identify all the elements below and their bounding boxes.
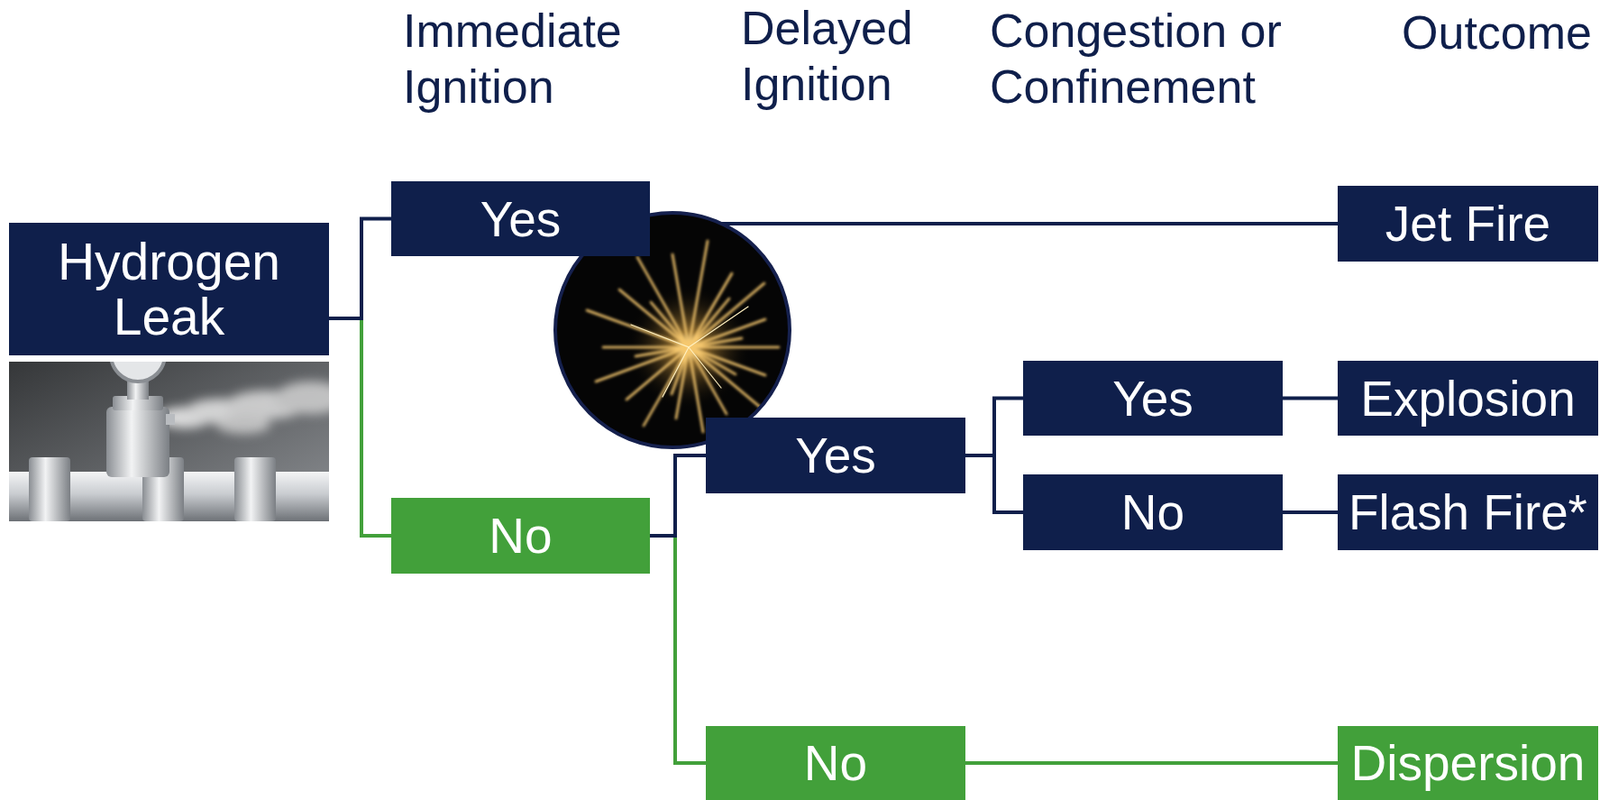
node-label: Jet Fire [1385,195,1551,252]
connector [965,398,1024,457]
decision-box: Yes [391,181,650,256]
decision-box: No [391,497,650,574]
node-label: Explosion [1360,370,1575,427]
node-label: Yes [480,191,562,247]
connector [965,455,1024,512]
connector [329,318,392,536]
connector [1282,396,1338,401]
decision-box: Yes [705,417,966,494]
column-header: Delayed Ignition [740,0,931,112]
outcome-box: Jet Fire [1337,185,1599,262]
outcome-box: Flash Fire* [1337,474,1599,550]
decision-box: No [1023,474,1283,550]
node-label: Hydrogen Leak [19,234,319,345]
node-label: Yes [1112,370,1194,427]
decision-box: No [705,725,966,800]
outcome-box: Explosion [1337,360,1599,436]
start-box: Hydrogen Leak [9,222,330,356]
decision-box: Yes [1023,360,1283,436]
outcome-box: Dispersion [1337,725,1599,800]
connector [965,760,1338,765]
column-header: Congestion or Confinement [989,2,1297,115]
connector [649,221,1338,226]
node-label: Flash Fire* [1348,484,1588,540]
node-label: No [1121,484,1185,540]
leak-photo [9,361,330,522]
connector [1282,510,1338,514]
connector [329,219,392,320]
node-label: Yes [795,427,877,484]
column-header: Outcome [1393,4,1592,61]
node-label: Dispersion [1351,734,1586,791]
connector [649,535,706,763]
node-label: No [804,734,868,791]
node-label: No [488,507,552,564]
column-header: Immediate Ignition [402,2,647,115]
connector [649,455,706,536]
